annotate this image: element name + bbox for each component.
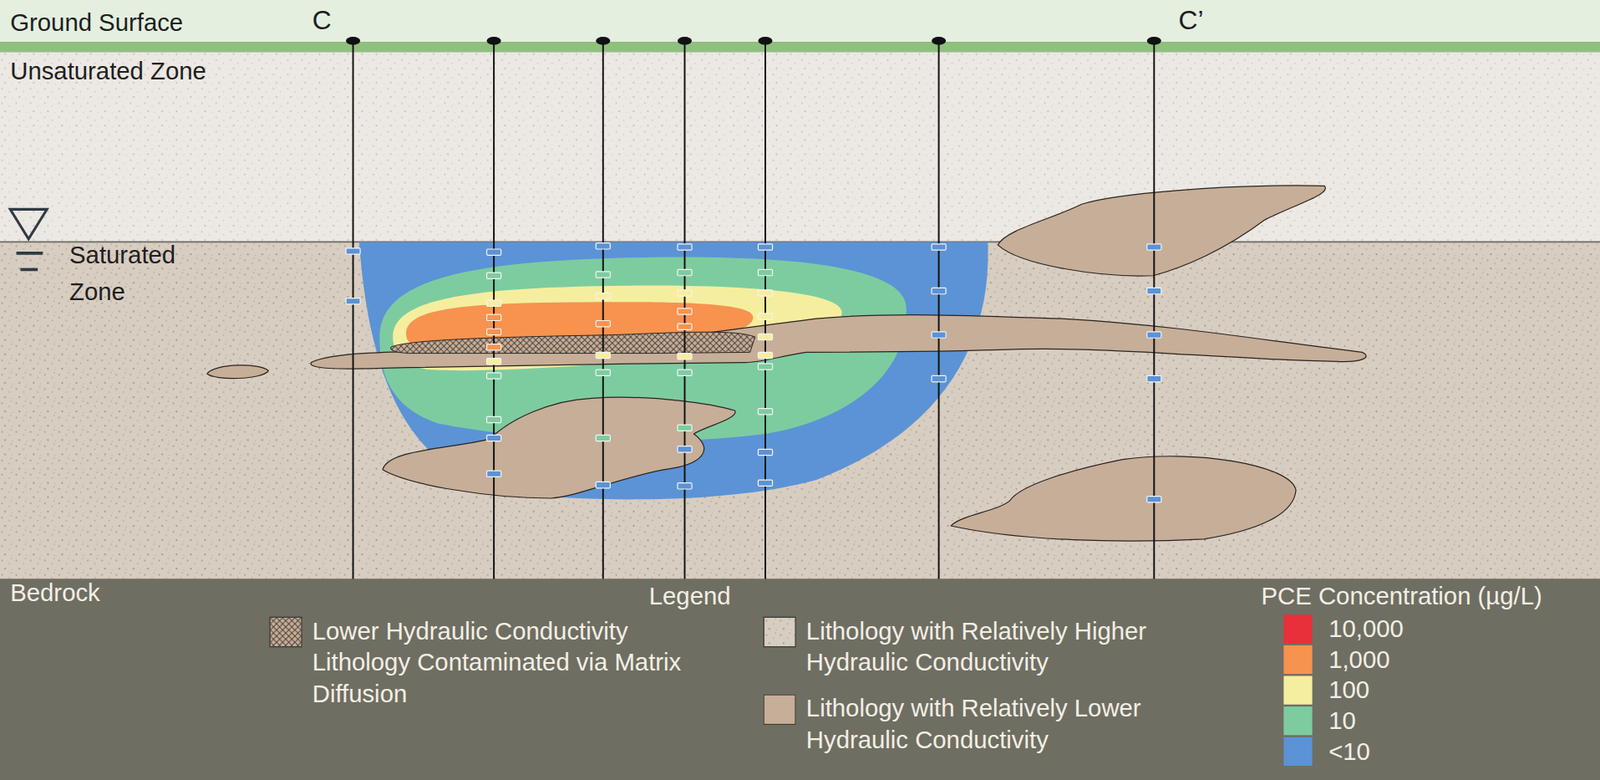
well-head [1147, 36, 1162, 46]
screen-interval [757, 351, 773, 358]
well-casing [764, 40, 767, 580]
legend-title: Legend [649, 580, 732, 612]
screen-interval [931, 331, 946, 338]
screen-interval [677, 424, 692, 431]
screen-interval [595, 320, 610, 326]
screen-interval [677, 446, 692, 453]
section-end: C’ [1178, 5, 1204, 36]
screen-interval [595, 351, 610, 358]
screen-interval [487, 272, 502, 279]
legend-swatch [1283, 614, 1312, 643]
legend-text: 1,000 [1328, 644, 1390, 676]
screen-interval [931, 287, 946, 294]
screen-interval [1147, 375, 1162, 381]
screen-interval [757, 313, 773, 320]
legend-text: Lower Hydraulic Conductivity Lithology C… [312, 614, 682, 710]
screen-interval [677, 269, 692, 275]
well-head [595, 36, 610, 46]
screen-interval [487, 314, 502, 320]
screen-interval [677, 482, 692, 489]
screen-interval [757, 269, 773, 275]
screen-interval [595, 481, 610, 488]
screen-interval [1147, 243, 1162, 250]
zone-label: Bedrock [10, 577, 101, 609]
screen-interval [677, 353, 692, 360]
screen-interval [757, 448, 773, 455]
screen-interval [677, 308, 692, 315]
well-casing [352, 40, 355, 580]
legend-swatch [1283, 645, 1312, 674]
well-casing [492, 40, 495, 580]
screen-interval [1147, 287, 1162, 294]
screen-interval [487, 470, 502, 477]
screen-interval [677, 369, 692, 376]
screen-interval [487, 416, 502, 422]
screen-interval [757, 363, 773, 370]
screen-interval [1147, 496, 1162, 503]
well-head [677, 36, 692, 46]
screen-interval [757, 333, 773, 340]
screen-interval [931, 375, 946, 381]
screen-interval [757, 289, 773, 296]
well-head [345, 36, 361, 46]
screen-interval [487, 372, 502, 379]
screen-interval [595, 293, 610, 300]
well-casing [602, 40, 605, 580]
screen-interval [487, 248, 502, 255]
screen-interval [487, 358, 502, 365]
screen-interval [345, 248, 361, 254]
legend-text: Lithology with Relatively Higher Hydraul… [806, 614, 1215, 678]
zone-label: Saturated Zone [69, 236, 208, 310]
swatch-texture [764, 617, 796, 646]
zone-label: Unsaturated Zone [10, 55, 207, 87]
section-end: C [312, 5, 332, 36]
legend-text: <10 [1328, 736, 1371, 767]
legend-text: Lithology with Relatively Lower Hydrauli… [806, 691, 1215, 756]
screen-interval [595, 271, 610, 278]
screen-interval [487, 328, 502, 335]
legend-swatch [1283, 675, 1312, 705]
legend-swatch [763, 616, 797, 648]
screen-interval [757, 479, 773, 486]
screen-interval [757, 408, 773, 415]
screen-interval [595, 434, 610, 441]
well-head [487, 36, 502, 46]
legend-text: 10 [1328, 705, 1357, 737]
swatch-texture [270, 617, 302, 646]
screen-interval [595, 243, 610, 249]
surface-label: Ground Surface [10, 7, 183, 39]
legend-swatch [763, 693, 797, 725]
screen-interval [1147, 331, 1162, 338]
screen-interval [677, 323, 692, 330]
screen-interval [677, 289, 692, 296]
well-head [757, 36, 773, 46]
screen-interval [345, 298, 361, 305]
screen-interval [677, 243, 692, 250]
legend-title: PCE Concentration (µg/L) [1261, 580, 1543, 612]
legend-swatch [1283, 706, 1312, 735]
screen-interval [487, 299, 502, 306]
screen-interval [487, 344, 502, 351]
screen-interval [757, 243, 773, 250]
legend-text: 100 [1328, 674, 1370, 706]
legend-swatch [1283, 736, 1312, 766]
screen-interval [931, 243, 946, 250]
legend-swatch [269, 616, 302, 648]
well-casing [938, 40, 940, 580]
screen-interval [487, 434, 502, 441]
legend-text: 10,000 [1328, 613, 1404, 645]
screen-interval [595, 369, 610, 376]
well-head [931, 36, 946, 46]
